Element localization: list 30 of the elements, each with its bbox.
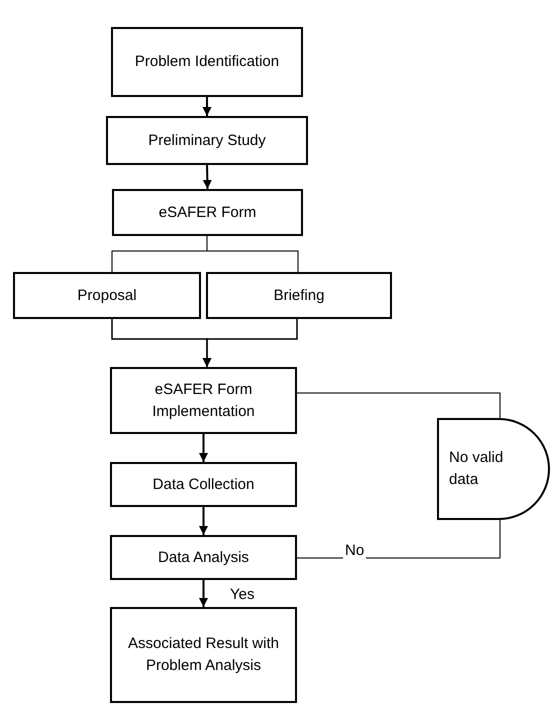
- process-box: [110, 367, 297, 434]
- arrow: [199, 580, 208, 607]
- node-text: Data Analysis: [157, 548, 250, 568]
- node-text: Briefing: [272, 286, 326, 306]
- edge-label: No: [343, 542, 366, 560]
- node-text: No valid data: [448, 448, 504, 490]
- arrow: [202, 97, 212, 116]
- node-text: Preliminary Study: [147, 130, 267, 150]
- delay-shape: [437, 418, 550, 520]
- process-box: [111, 27, 303, 97]
- node-text: eSAFER Form: [158, 202, 258, 222]
- process-box: [106, 116, 308, 165]
- arrow: [199, 507, 208, 535]
- connector-line: [206, 236, 298, 272]
- process-box: [110, 607, 297, 703]
- connector-line: [296, 520, 500, 558]
- node-text: Associated Result with Problem Analysis: [127, 634, 280, 676]
- process-box: [110, 462, 297, 507]
- arrow: [199, 434, 208, 462]
- process-box: [112, 189, 303, 236]
- process-box: [206, 272, 392, 319]
- process-box: [110, 535, 297, 580]
- arrow: [202, 164, 212, 190]
- node-text: Data Collection: [152, 474, 256, 494]
- process-box: [13, 272, 201, 319]
- node-text: eSAFER Form Implementation: [151, 380, 256, 422]
- node-text: Problem Identification: [134, 52, 280, 72]
- arrow: [202, 319, 298, 367]
- node-text: Proposal: [76, 286, 138, 306]
- connector-line: [296, 392, 500, 418]
